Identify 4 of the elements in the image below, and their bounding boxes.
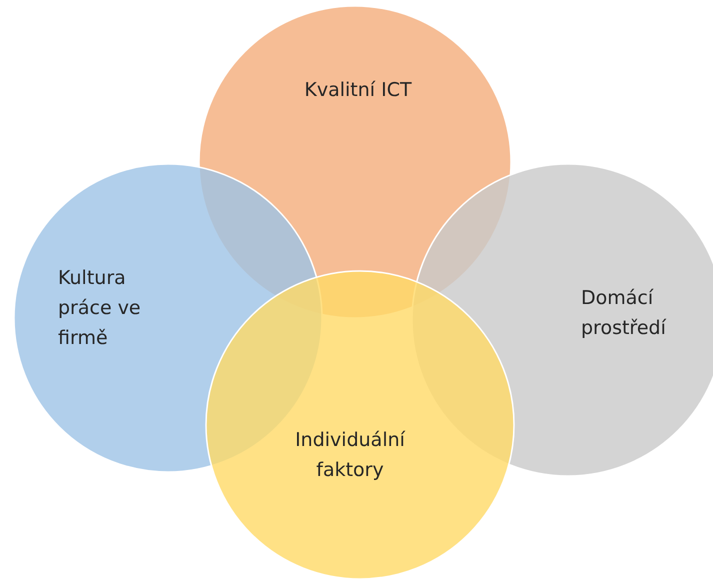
circle-label: Domácí prostředí [581, 286, 668, 341]
circle-label: Kultura práce ve firmě [58, 266, 142, 351]
circle-label: Kvalitní ICT [303, 78, 413, 103]
circle-label: Individuální faktory [294, 428, 406, 483]
